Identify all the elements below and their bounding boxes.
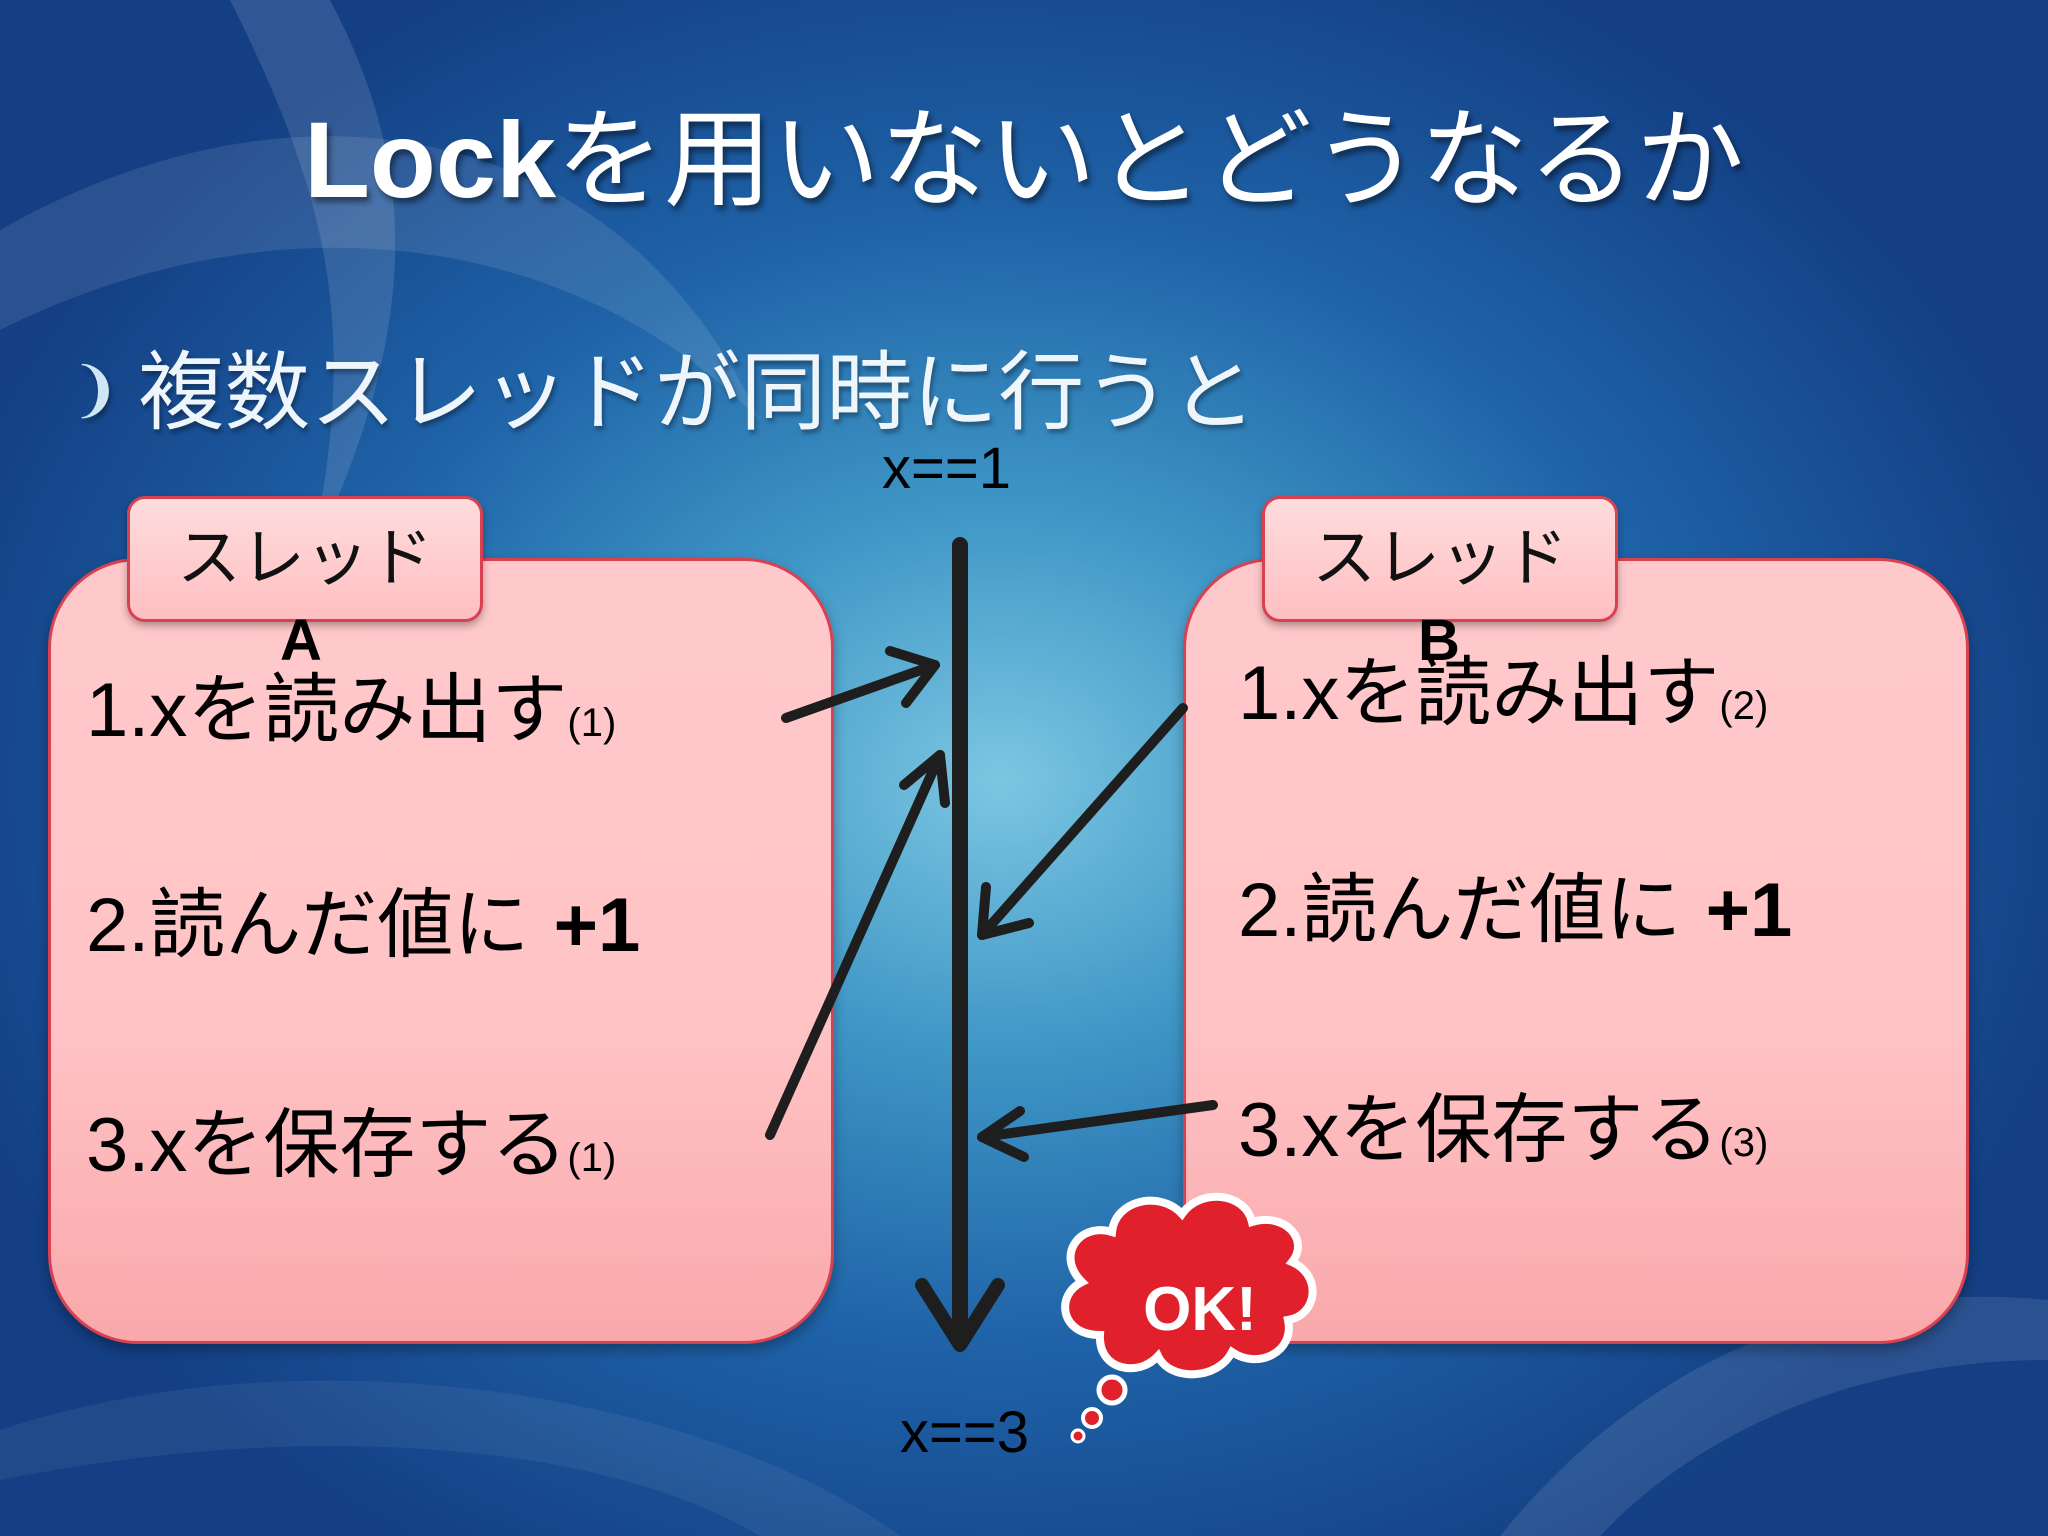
thread-a-step-1: 1.xを読み出す(1) <box>86 665 616 768</box>
thread-a-step-3: 3.xを保存する(1) <box>86 1100 616 1203</box>
arrow-a-read <box>781 646 940 723</box>
thread-a-box <box>48 558 834 1344</box>
step-text: を読み出す <box>187 665 568 754</box>
step-number: 3.x <box>1238 1088 1340 1173</box>
step-text: を保存する <box>1339 1085 1720 1174</box>
step-order: (1) <box>567 701 617 745</box>
slide-title: Lockを用いないとどうなるか <box>0 95 2048 226</box>
step-increment: +1 <box>1705 868 1793 953</box>
ok-callout-bubble <box>1061 1192 1317 1444</box>
step-text: 読んだ値に <box>149 880 554 969</box>
thread-a-tab: スレッド <box>127 496 483 622</box>
step-order: (3) <box>1719 1121 1769 1165</box>
step-text: 読んだ値に <box>1301 865 1706 954</box>
timeline-arrowhead-icon <box>915 1278 1005 1352</box>
bullet-text: 複数スレッドが同時に行うと <box>138 343 1257 443</box>
thread-b-box <box>1183 558 1969 1344</box>
timeline-start-label: x==1 <box>882 436 1011 501</box>
thread-a-step-2: 2.読んだ値に +1 <box>86 880 640 971</box>
step-order: (1) <box>567 1136 617 1180</box>
bullet-chevron-icon: ❩ <box>70 355 121 425</box>
step-text: を読み出す <box>1339 648 1720 737</box>
step-number: 2. <box>1238 868 1302 953</box>
step-increment: +1 <box>553 883 641 968</box>
arrow-b-save <box>977 1100 1218 1162</box>
timeline-end-label: x==3 <box>900 1400 1029 1465</box>
thread-b-step-1: 1.xを読み出す(2) <box>1238 648 1768 751</box>
ok-callout-text: OK! <box>1143 1275 1257 1344</box>
title-question: を用いないとどうなるか <box>556 98 1745 223</box>
step-text: を保存する <box>187 1100 568 1189</box>
title-lock: Lock <box>303 99 557 220</box>
step-number: 3.x <box>86 1103 188 1188</box>
step-number: 1.x <box>1238 651 1340 736</box>
thread-a-letter: A <box>280 608 322 673</box>
step-number: 2. <box>86 883 150 968</box>
step-number: 1.x <box>86 668 188 753</box>
thread-b-letter: B <box>1418 608 1460 673</box>
thread-b-tab: スレッド <box>1262 496 1618 622</box>
thread-b-step-2: 2.読んだ値に +1 <box>1238 865 1792 956</box>
step-order: (2) <box>1719 684 1769 728</box>
bullet-point: ❩複数スレッドが同時に行うと <box>70 340 1257 443</box>
arrow-b-read <box>977 703 1188 940</box>
thread-b-step-3: 3.xを保存する(3) <box>1238 1085 1768 1188</box>
arrow-a-save <box>765 750 950 1140</box>
